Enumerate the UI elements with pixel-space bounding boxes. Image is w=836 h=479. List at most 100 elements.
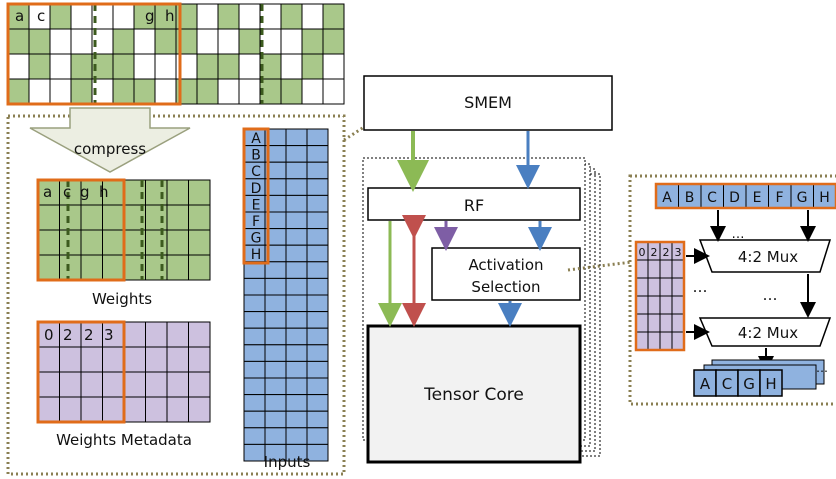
metadata-cell	[59, 371, 82, 398]
mux-meta-cell	[647, 277, 661, 297]
input-cell	[243, 360, 266, 379]
input-cell	[306, 344, 329, 362]
metadata-cell	[102, 346, 125, 373]
mux-input-label: F	[775, 190, 783, 206]
input-cell	[264, 410, 287, 429]
input-label: D	[251, 181, 262, 197]
mux-section-frame	[628, 174, 836, 406]
dense-weight-cell	[28, 28, 51, 55]
dense-weight-cell	[280, 3, 303, 30]
metadata-cell	[145, 321, 168, 348]
input-cell	[243, 277, 266, 296]
dense-weight-cell	[133, 28, 156, 55]
metadata-cell	[37, 371, 60, 398]
dense-weight-cell	[196, 53, 219, 80]
input-cell	[306, 427, 329, 445]
mux-meta-cell	[635, 313, 649, 333]
input-cell	[264, 277, 287, 296]
dense-weight-cell	[196, 78, 219, 105]
compressed-weights-matrix: a c g h Weights	[36, 178, 211, 308]
dense-weight-cell	[112, 28, 135, 55]
mux-meta-cell	[647, 313, 661, 333]
input-cell	[306, 360, 329, 379]
dense-weight-cell	[217, 28, 240, 55]
mux-meta-cell	[671, 331, 685, 351]
input-label: A	[251, 131, 261, 147]
metadata-cell	[145, 396, 168, 423]
dense-weight-cell	[238, 78, 261, 105]
input-cell	[243, 410, 266, 429]
mux-output-label: C	[722, 375, 732, 393]
dense-weight-cell	[238, 3, 261, 30]
mux-meta-cell	[635, 277, 649, 297]
metadata-cell	[102, 371, 125, 398]
input-cell	[306, 327, 329, 346]
weight-cell	[37, 204, 60, 231]
dense-weight-cell	[301, 78, 324, 105]
mux-meta-cell	[671, 277, 685, 297]
input-cell	[306, 228, 329, 246]
metadata-cell	[188, 346, 211, 373]
input-cell	[285, 277, 308, 296]
input-cell	[285, 228, 308, 246]
mux-input-label: B	[685, 190, 695, 206]
input-label: C	[251, 164, 261, 180]
dense-weight-cell	[154, 53, 177, 80]
input-label: G	[251, 231, 262, 247]
metadata-cell	[37, 346, 60, 373]
weights-caption: Weights	[92, 290, 152, 308]
smem-label: SMEM	[464, 93, 512, 112]
dense-weight-cell	[28, 78, 51, 105]
mux-meta-cell	[635, 259, 649, 279]
weight-cell	[102, 229, 125, 256]
weight-cell	[166, 254, 189, 281]
metadata-cell	[123, 371, 146, 398]
metadata-cell	[188, 396, 211, 423]
mux-input-label: A	[662, 190, 672, 206]
metadata-cell	[123, 396, 146, 423]
dense-weight-cell	[196, 28, 219, 55]
mux-ellipsis-center: …	[763, 286, 778, 304]
metadata-cell	[166, 346, 189, 373]
dense-weight-cell	[238, 28, 261, 55]
metadata-cell	[145, 371, 168, 398]
input-cell	[264, 394, 287, 412]
dense-weight-cell	[322, 78, 345, 105]
input-cell	[243, 443, 266, 462]
dense-weight-cell	[322, 28, 345, 55]
mux-ellipsis-top: …	[732, 227, 745, 242]
metadata-cell	[166, 321, 189, 348]
weight-cell	[80, 204, 103, 231]
dense-weight-cell	[154, 78, 177, 105]
weight-cell	[188, 254, 211, 281]
metadata-caption: Weights Metadata	[56, 431, 192, 449]
meta-value-3: 3	[104, 326, 114, 344]
weight-cell	[166, 179, 189, 206]
dense-weight-cell	[49, 28, 72, 55]
metadata-cell	[102, 396, 125, 423]
dense-weight-cell	[112, 3, 135, 30]
input-cell	[243, 294, 266, 313]
metadata-cell	[188, 371, 211, 398]
input-cell	[243, 311, 266, 329]
input-cell	[306, 394, 329, 412]
weights-label-a: a	[43, 183, 52, 201]
input-cell	[264, 344, 287, 362]
input-cell	[285, 294, 308, 313]
input-cell	[306, 145, 329, 163]
dense-label-c: c	[37, 7, 45, 25]
input-cell	[264, 327, 287, 346]
left-section-frame	[6, 114, 346, 476]
input-cell	[285, 145, 308, 163]
dense-weight-cell	[217, 3, 240, 30]
input-cell	[285, 161, 308, 180]
input-cell	[306, 178, 329, 196]
mux-input-label: D	[729, 190, 740, 206]
input-cell	[306, 194, 329, 213]
weight-cell	[188, 179, 211, 206]
mux-meta-cell	[671, 259, 685, 279]
input-cell	[243, 327, 266, 346]
left-connector-dots	[343, 116, 379, 142]
input-cell	[306, 161, 329, 180]
